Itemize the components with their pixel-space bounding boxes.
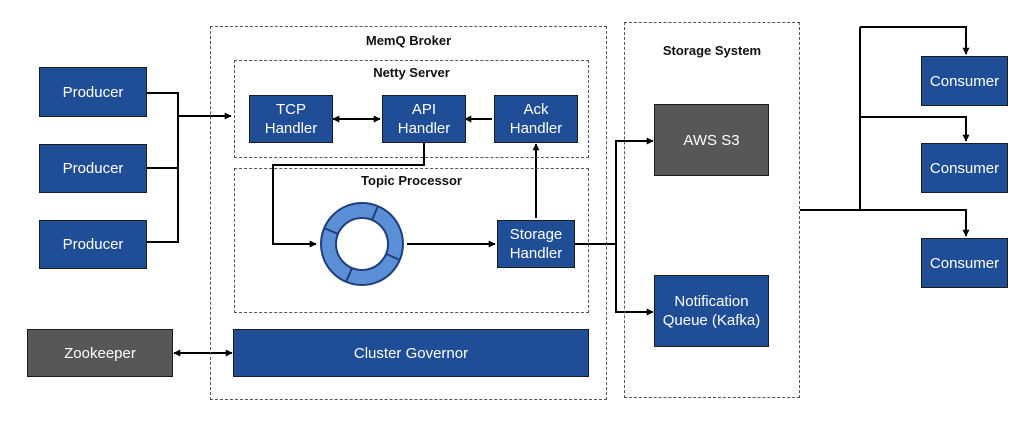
cluster-governor-box: Cluster Governor [233,329,589,377]
topic-processor-region: Topic Processor [234,168,589,313]
producer-box: Producer [39,144,147,193]
ring-buffer-icon [320,202,404,286]
producer-1-line [147,92,179,116]
memq-broker-title: MemQ Broker [365,33,452,48]
producer-2-line [147,116,179,169]
storage-system-region: Storage System [624,22,800,398]
storage-handler-box: Storage Handler [497,220,575,268]
aws-s3-box: AWS S3 [654,104,769,176]
producer-3-line [147,116,179,243]
tcp-handler-box: TCP Handler [249,95,333,143]
consumer-box: Consumer [921,56,1008,106]
api-handler-box: API Handler [382,95,466,143]
consumer-box: Consumer [921,238,1008,288]
storage-system-title: Storage System [662,43,762,58]
topic-processor-title: Topic Processor [361,173,462,188]
to-consumer-3-arrow [860,209,970,237]
to-queue-arrow [615,244,654,316]
to-consumer-2-arrow [860,116,970,142]
ack-handler-box: Ack Handler [494,95,578,143]
producer-box: Producer [39,220,147,269]
notification-queue-box: Notification Queue (Kafka) [654,275,769,347]
to-s3-arrow [615,137,654,244]
zookeeper-box: Zookeeper [27,329,173,377]
netty-server-region: Netty Server [234,60,589,158]
memq-broker-region: MemQ Broker [210,26,607,400]
producer-box: Producer [39,67,147,117]
consumer-box: Consumer [921,143,1008,193]
to-consumer-1-arrow [860,26,970,55]
netty-server-title: Netty Server [373,65,450,80]
